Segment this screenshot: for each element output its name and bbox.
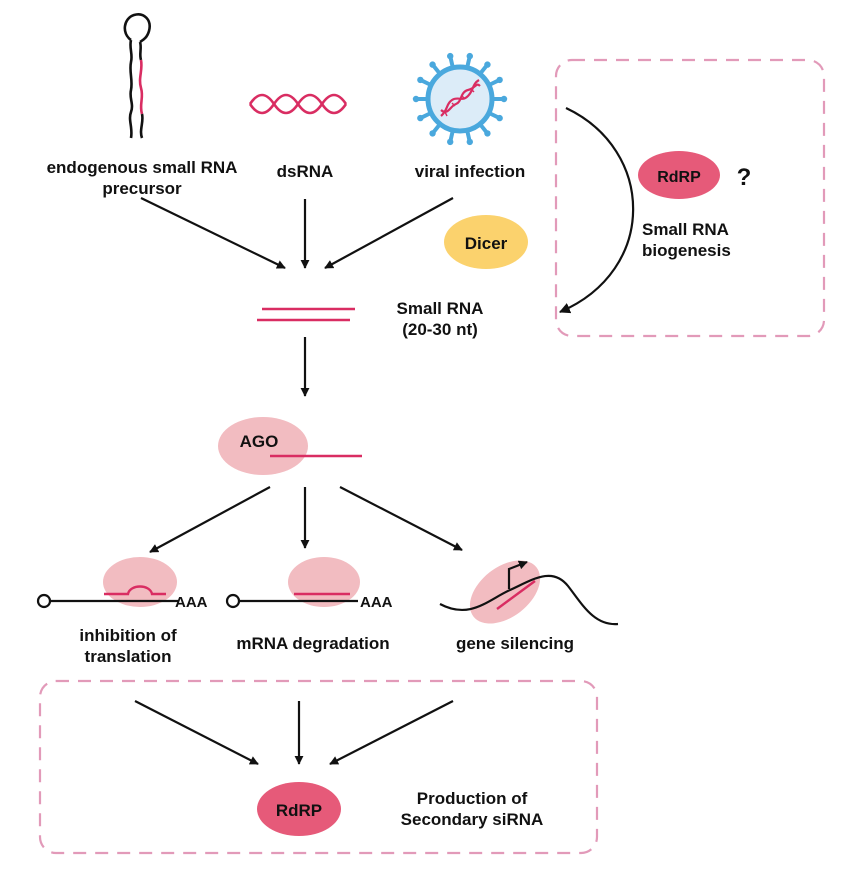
arrow-to-silencing (339, 486, 463, 551)
rdrp-top-ellipse (638, 151, 720, 199)
gene-silencing-icon (439, 560, 619, 626)
hairpin-precursor-icon (123, 13, 151, 139)
polya-tail-1: AAA (175, 594, 208, 611)
ago-complex-icon (218, 417, 362, 475)
small-rna-duplex-icon (257, 307, 355, 322)
polya-tail-2: AAA (360, 594, 393, 611)
biogenesis-curved-arrow (558, 107, 635, 314)
question-mark: ? (737, 164, 752, 191)
virus-particle-icon (412, 52, 508, 146)
rdrp-bottom-label: RdRP (276, 801, 322, 820)
dicer-label: Dicer (465, 234, 508, 253)
secondary-sirna-dashed-box (38, 679, 599, 855)
ago-label: AGO (240, 432, 279, 451)
virus-spike-tip (496, 114, 503, 122)
virus-spike-tip (429, 130, 436, 137)
virus-spike-tip (429, 61, 436, 68)
virus-spike-tip (484, 61, 491, 68)
virus-spike-tip (447, 138, 454, 146)
arrows-to-small-rna (140, 197, 454, 269)
biogenesis-label: Small RNA biogenesis (642, 220, 731, 260)
dsrna-helix-icon (248, 93, 348, 115)
virus-spike-tip (417, 76, 424, 84)
arrow-viral (324, 197, 454, 269)
endogenous-label: endogenous small RNA precursor (46, 158, 238, 198)
virus-spike-tip (466, 138, 473, 146)
arrow-endogenous (140, 197, 286, 269)
virus-spike-tip (496, 76, 503, 84)
degradation-label: mRNA degradation (236, 634, 390, 653)
rdrp-bottom-ellipse (257, 782, 341, 836)
virus-spike-tip (412, 95, 420, 103)
virus-spike-tip (500, 95, 508, 103)
translation-inhibition-icon (36, 557, 178, 609)
virus-spike-tip (447, 52, 454, 60)
secondary-sirna-label: Production of Secondary siRNA (400, 789, 544, 829)
arrow-to-inhibition (149, 486, 271, 553)
rdrp-top-label: RdRP (657, 169, 701, 186)
dsrna-label: dsRNA (276, 162, 334, 181)
mrna-degradation-icon (225, 557, 360, 609)
dicer-ellipse (444, 215, 528, 269)
arrows-to-outcomes (149, 486, 463, 553)
virus-spike-tip (484, 130, 491, 137)
inhibition-label: inhibition of translation (79, 626, 177, 666)
viral-infection-label: viral infection (414, 162, 526, 181)
arrow-from-inhibition (134, 700, 259, 765)
virus-spike-tip (466, 52, 473, 60)
small-rna-label: Small RNA (20-30 nt) (396, 299, 484, 339)
biogenesis-dashed-box (554, 58, 826, 338)
silencing-label: gene silencing (455, 634, 575, 653)
arrow-from-silencing (329, 700, 454, 765)
arrows-to-secondary (134, 700, 454, 765)
virus-spike-tip (417, 114, 424, 122)
